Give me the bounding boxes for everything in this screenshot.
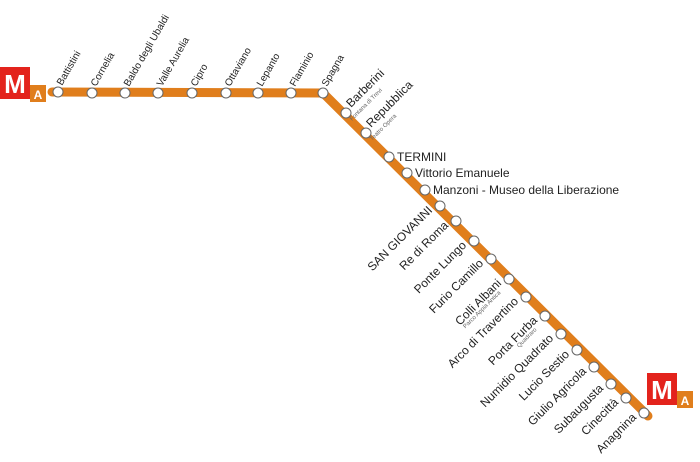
metro-logo-west: M A: [0, 67, 46, 102]
station-marker: [468, 235, 480, 247]
station-marker: [86, 87, 98, 99]
station-marker: [503, 273, 515, 285]
station-marker: [186, 87, 198, 99]
station: Spagna: [317, 53, 347, 99]
station-marker: [520, 291, 532, 303]
station-name: Valle Aurelia: [155, 35, 192, 88]
station: Vittorio Emanuele: [401, 166, 510, 180]
station-name: Spagna: [320, 53, 347, 89]
station-marker: [360, 127, 372, 139]
station-marker: [285, 87, 297, 99]
station-name: Flaminio: [288, 50, 317, 89]
station-name: Lepanto: [255, 51, 283, 88]
line-letter-badge: A: [34, 88, 43, 102]
station-marker: [571, 344, 583, 356]
station-marker: [383, 151, 395, 163]
station: TERMINI: [383, 150, 446, 164]
station-marker: [485, 253, 497, 265]
station-marker: [419, 184, 431, 196]
station-marker: [434, 200, 446, 212]
station-name: Ottaviano: [223, 46, 254, 89]
station-marker: [450, 215, 462, 227]
station-marker: [605, 378, 617, 390]
metro-logo-letter: M: [4, 69, 26, 99]
station-marker: [588, 361, 600, 373]
station-marker: [620, 392, 632, 404]
station-marker: [52, 86, 64, 98]
station-name: Cornelia: [89, 50, 117, 88]
metro-logo-east: M A: [647, 373, 693, 408]
station-marker: [340, 107, 352, 119]
station-marker: [401, 167, 413, 179]
station: Manzoni - Museo della Liberazione: [419, 183, 619, 197]
station-name: Manzoni - Museo della Liberazione: [433, 183, 619, 197]
station-marker: [119, 87, 131, 99]
line-letter-badge: A: [681, 394, 690, 408]
station-name: TERMINI: [397, 150, 446, 164]
station-marker: [555, 328, 567, 340]
station-marker: [252, 87, 264, 99]
station-name: Battistini: [55, 49, 83, 87]
station-marker: [152, 87, 164, 99]
station-marker: [220, 87, 232, 99]
station-marker: [317, 87, 329, 99]
station-marker: [539, 310, 551, 322]
station-marker: [638, 407, 650, 419]
station-name: Cipro: [189, 62, 211, 89]
station-name: Vittorio Emanuele: [415, 166, 510, 180]
metro-logo-letter: M: [651, 375, 673, 405]
